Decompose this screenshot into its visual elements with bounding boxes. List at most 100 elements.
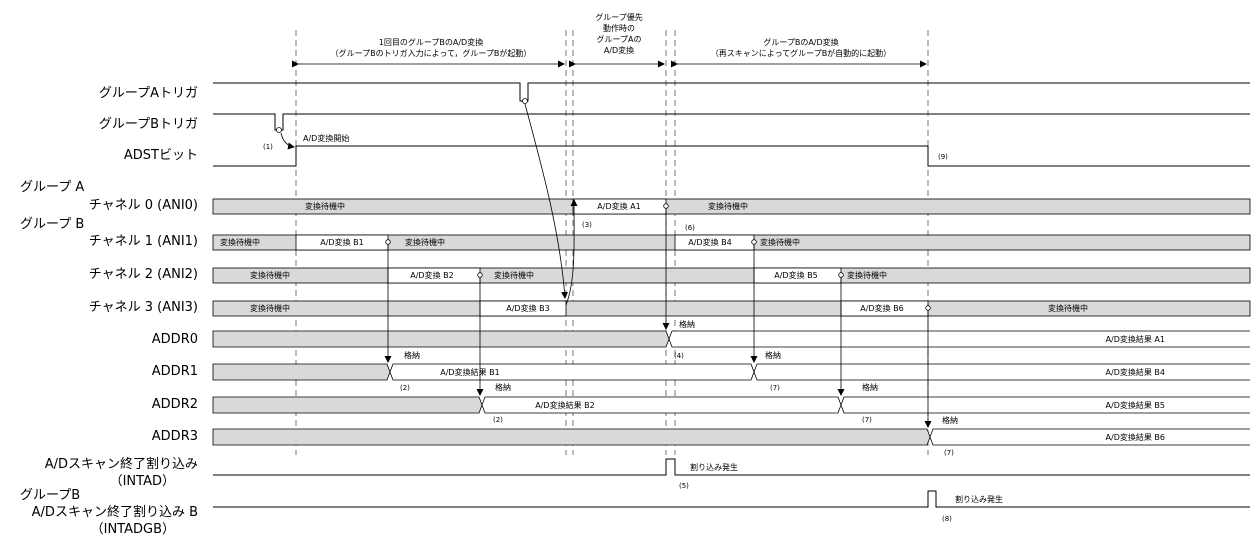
ch3-row: 変換待機中 A/D変換 B3 A/D変換 B6 変換待機中 xyxy=(212,300,1251,317)
label-ch3: チャネル 3 (ANI3) xyxy=(89,300,198,315)
ch2-wait-label-3: 変換待機中 xyxy=(847,270,887,280)
ch2-wait-label-1: 変換待機中 xyxy=(250,270,290,280)
note-2-b: (2) xyxy=(493,416,503,424)
ch2-b5-end-marker xyxy=(838,272,844,278)
ch1-wait-label-3: 変換待機中 xyxy=(760,237,800,247)
ch2-wait-label-2: 変換待機中 xyxy=(494,270,534,280)
phase-3-line-2: （再スキャンによってグループBが自動的に起動） xyxy=(711,48,891,58)
addr2-result-b2-label: A/D変換結果 B2 xyxy=(535,400,594,410)
ch3-conversion-b3-label: A/D変換 B3 xyxy=(506,303,549,313)
addr2-b2 xyxy=(481,396,842,414)
ch1-conversion-b1-label: A/D変換 B1 xyxy=(320,237,363,247)
label-addr1: ADDR1 xyxy=(152,364,198,379)
label-adst: ADSTビット xyxy=(124,148,198,163)
ch3-wait-label-2: 変換待機中 xyxy=(1048,303,1088,313)
addr1-store-label-2: 格納 xyxy=(765,350,781,360)
addr1-before xyxy=(212,363,391,381)
note-5: (5) xyxy=(679,482,689,490)
addr3-before xyxy=(212,428,931,446)
addr1-b1 xyxy=(389,363,755,381)
label-intadgb-line-1: グループB xyxy=(20,488,80,503)
ch2-conversion-b5-label: A/D変換 B5 xyxy=(774,270,817,280)
addr1-result-b4-label: A/D変換結果 B4 xyxy=(1106,367,1165,377)
phase-2-line-1: グループ優先 xyxy=(595,12,643,22)
label-ch1: チャネル 1 (ANI1) xyxy=(89,234,198,249)
ch0-end-marker xyxy=(663,203,669,209)
addr2-before xyxy=(212,396,483,414)
addr3-row: 格納 A/D変換結果 B6 (7) xyxy=(212,415,1250,457)
ch2-b2-end-marker xyxy=(477,272,483,278)
ch1-wait-label-2: 変換待機中 xyxy=(405,237,445,247)
addr2-result-b5-label: A/D変換結果 B5 xyxy=(1106,400,1165,410)
ch3-wait-label-1: 変換待機中 xyxy=(250,303,290,313)
phase-2-line-4: A/D変換 xyxy=(604,45,634,55)
ch3-wait-bar xyxy=(212,300,1251,317)
ch0-conversion-a1-label: A/D変換 A1 xyxy=(597,201,640,211)
label-group-a-trigger: グループAトリガ xyxy=(99,86,198,101)
note-3: (3) xyxy=(582,221,592,229)
note-7-b: (7) xyxy=(862,416,872,424)
group-a-trigger-pulse-marker xyxy=(522,98,528,104)
arrow-ch3-to-ch0 xyxy=(565,199,578,306)
event-arrows xyxy=(384,103,932,428)
label-group-b-trigger: グループBトリガ xyxy=(99,117,198,132)
adst-start-arrow xyxy=(280,132,295,150)
label-ch0: チャネル 0 (ANI0) xyxy=(89,198,198,213)
phase-1-line-1: 1回目のグループBのA/D変換 xyxy=(379,37,483,47)
addr1-after xyxy=(753,363,1250,381)
note-2-a: (2) xyxy=(400,384,410,392)
ch1-conversion-b4-label: A/D変換 B4 xyxy=(688,237,731,247)
addr2-row: 格納 A/D変換結果 B2 格納 A/D変換結果 B5 (2) (7) xyxy=(212,382,1250,424)
label-group-a: グループ A xyxy=(20,180,84,195)
addr2-store-label-2: 格納 xyxy=(862,382,878,392)
intad-interrupt-label: 割り込み発生 xyxy=(690,462,738,472)
ch1-b4-end-marker xyxy=(751,239,757,245)
addr1-result-b1-label: A/D変換結果 B1 xyxy=(440,367,499,377)
phase-2-line-3: グループAの xyxy=(597,34,642,44)
adst-start-label: A/D変換開始 xyxy=(303,133,349,143)
note-8: (8) xyxy=(942,515,952,523)
ch0-wait-label-1: 変換待機中 xyxy=(305,201,345,211)
intad-wave: 割り込み発生 (5) xyxy=(213,458,1250,490)
addr2-store-label-1: 格納 xyxy=(495,382,511,392)
label-group-b: グループ B xyxy=(20,217,84,232)
ch0-wait-label-2: 変換待機中 xyxy=(708,201,748,211)
addr2-after xyxy=(840,396,1250,414)
label-addr2: ADDR2 xyxy=(152,397,198,412)
label-intadgb-line-3: （INTADGB） xyxy=(91,522,175,537)
ch1-wait-label-1: 変換待機中 xyxy=(220,237,260,247)
phase-headers: 1回目のグループBのA/D変換 （グループBのトリガ入力によって，グループBが起… xyxy=(292,12,927,68)
label-ch2: チャネル 2 (ANI2) xyxy=(89,267,198,282)
ch2-wait-bar xyxy=(212,267,1251,284)
addr0-row: 格納 A/D変換結果 A1 (4) xyxy=(212,319,1250,360)
ch1-b1-end-marker xyxy=(385,239,391,245)
note-9: (9) xyxy=(938,153,948,161)
signal-labels: グループAトリガ グループBトリガ ADSTビット グループ A チャネル 0 … xyxy=(20,86,198,537)
phase-3-line-1: グループBのA/D変換 xyxy=(763,37,838,47)
label-intad-line-1: A/Dスキャン終了割り込み xyxy=(45,456,198,472)
ch1-row: 変換待機中 A/D変換 B1 変換待機中 A/D変換 B4 変換待機中 (6) xyxy=(212,224,1251,251)
group-b-trigger-wave xyxy=(213,113,1250,133)
phase-1-line-2: （グループBのトリガ入力によって，グループBが起動） xyxy=(331,48,532,58)
ch2-row: 変換待機中 A/D変換 B2 変換待機中 A/D変換 B5 変換待機中 xyxy=(212,267,1251,284)
addr3-result-b6-label: A/D変換結果 B6 xyxy=(1106,432,1165,442)
addr1-row: 格納 A/D変換結果 B1 格納 A/D変換結果 B4 (2) (7) xyxy=(212,350,1250,392)
note-6: (6) xyxy=(685,224,695,232)
ch0-row: 変換待機中 A/D変換 A1 変換待機中 (3) xyxy=(212,198,1251,229)
note-7-c: (7) xyxy=(944,449,954,457)
note-1: (1) xyxy=(263,143,273,151)
phase-2-line-2: 動作時の xyxy=(603,23,635,33)
addr3-after xyxy=(929,428,1250,446)
ch2-conversion-b2-label: A/D変換 B2 xyxy=(410,270,453,280)
note-7-a: (7) xyxy=(770,384,780,392)
ch3-b6-end-marker xyxy=(925,305,931,311)
note-4: (4) xyxy=(674,352,684,360)
arrow-trigger-a-to-ch3 xyxy=(524,103,569,299)
group-b-trigger-pulse-marker xyxy=(276,127,282,133)
addr0-store-label: 格納 xyxy=(679,319,695,329)
addr0-before xyxy=(212,330,670,348)
label-intad-line-2: （INTAD） xyxy=(110,474,175,489)
addr0-after xyxy=(668,330,1250,348)
label-addr3: ADDR3 xyxy=(152,429,198,444)
